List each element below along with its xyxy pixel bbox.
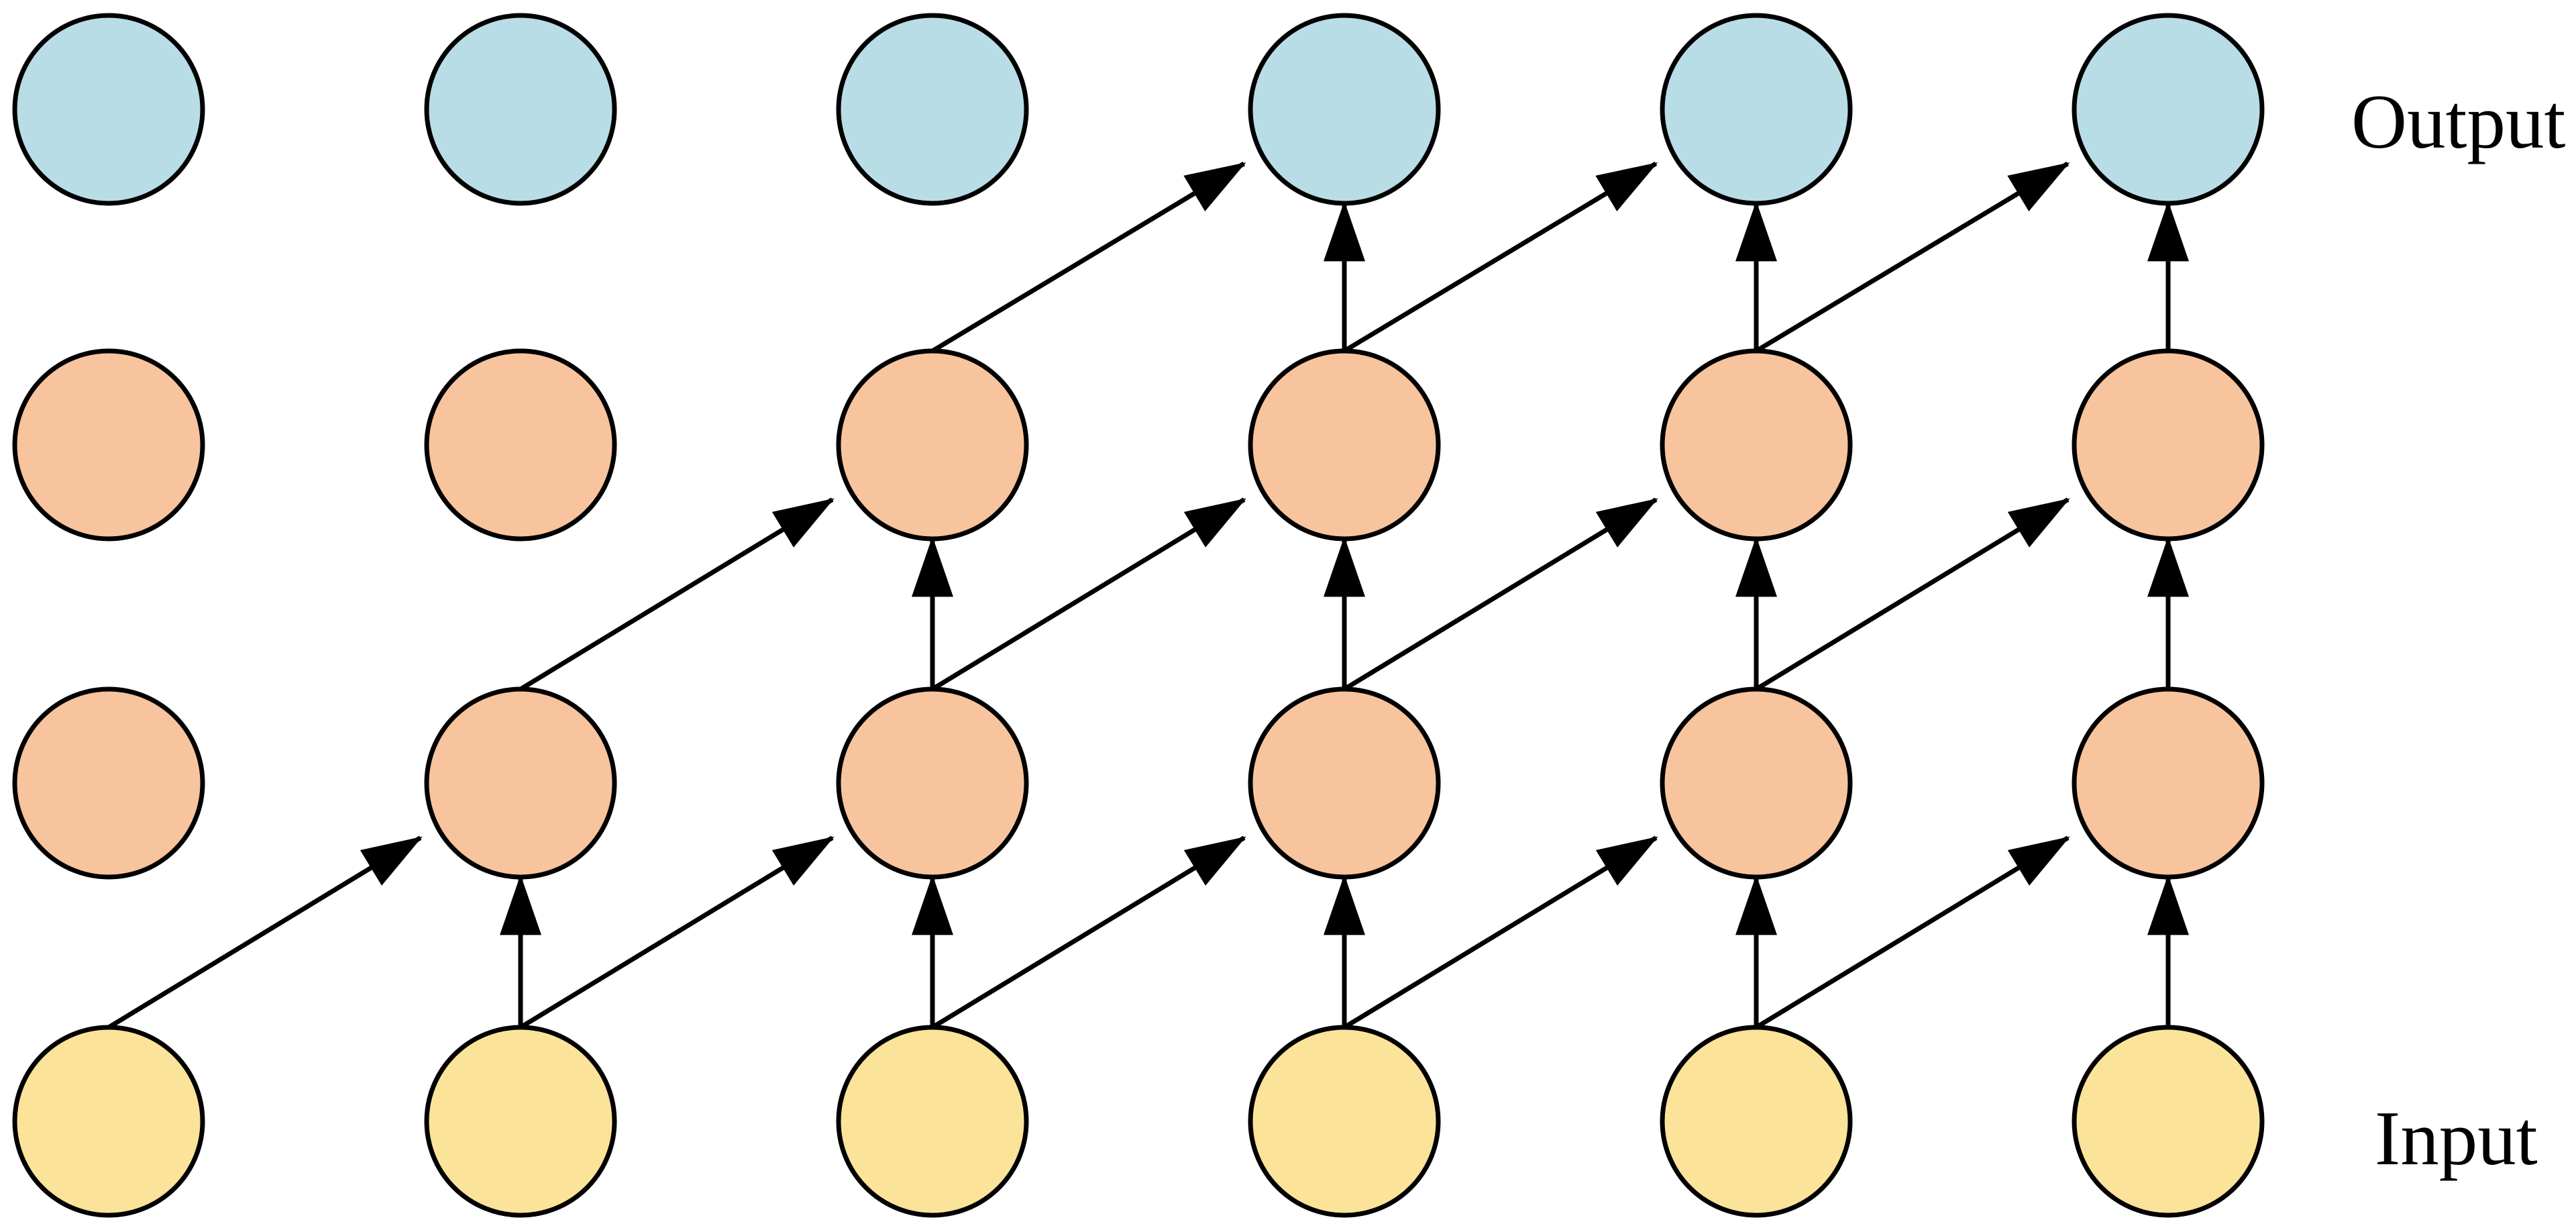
hidden-1-node — [2072, 686, 2265, 880]
input-node — [2072, 1025, 2265, 1218]
hidden-1-node — [1248, 686, 1441, 880]
hidden-1-node — [424, 686, 617, 880]
input-node — [836, 1025, 1029, 1218]
hidden-1-node — [12, 686, 205, 880]
hidden-1-node — [1660, 686, 1853, 880]
input-node — [424, 1025, 617, 1218]
output-node — [836, 13, 1029, 206]
input-node — [12, 1025, 205, 1218]
output-node — [12, 13, 205, 206]
output-node — [1660, 13, 1853, 206]
connection-arrow — [1343, 497, 1658, 691]
connection-arrow — [931, 835, 1246, 1029]
hidden-1-node — [836, 686, 1029, 880]
nodes-group — [12, 13, 2265, 1218]
hidden-2-node — [424, 348, 617, 542]
output-node — [2072, 13, 2265, 206]
hidden-2-node — [836, 348, 1029, 542]
connection-arrow — [519, 497, 835, 691]
output-node — [424, 13, 617, 206]
connection-arrow — [1755, 161, 2070, 353]
input-node — [1248, 1025, 1441, 1218]
connection-arrow — [1755, 497, 2070, 691]
connection-arrow — [519, 835, 835, 1029]
connection-arrow — [1343, 161, 1658, 353]
output-label: Output — [2351, 79, 2566, 164]
hidden-2-node — [12, 348, 205, 542]
connection-arrow — [1343, 835, 1658, 1029]
input-node — [1660, 1025, 1853, 1218]
input-label: Input — [2375, 1096, 2538, 1181]
hidden-2-node — [1660, 348, 1853, 542]
hidden-2-node — [1248, 348, 1441, 542]
edges-group — [107, 161, 2189, 1029]
connection-arrow — [1755, 835, 2070, 1029]
hidden-2-node — [2072, 348, 2265, 542]
connection-arrow — [931, 161, 1246, 353]
connection-arrow — [931, 497, 1246, 691]
output-node — [1248, 13, 1441, 206]
connection-arrow — [107, 835, 423, 1029]
